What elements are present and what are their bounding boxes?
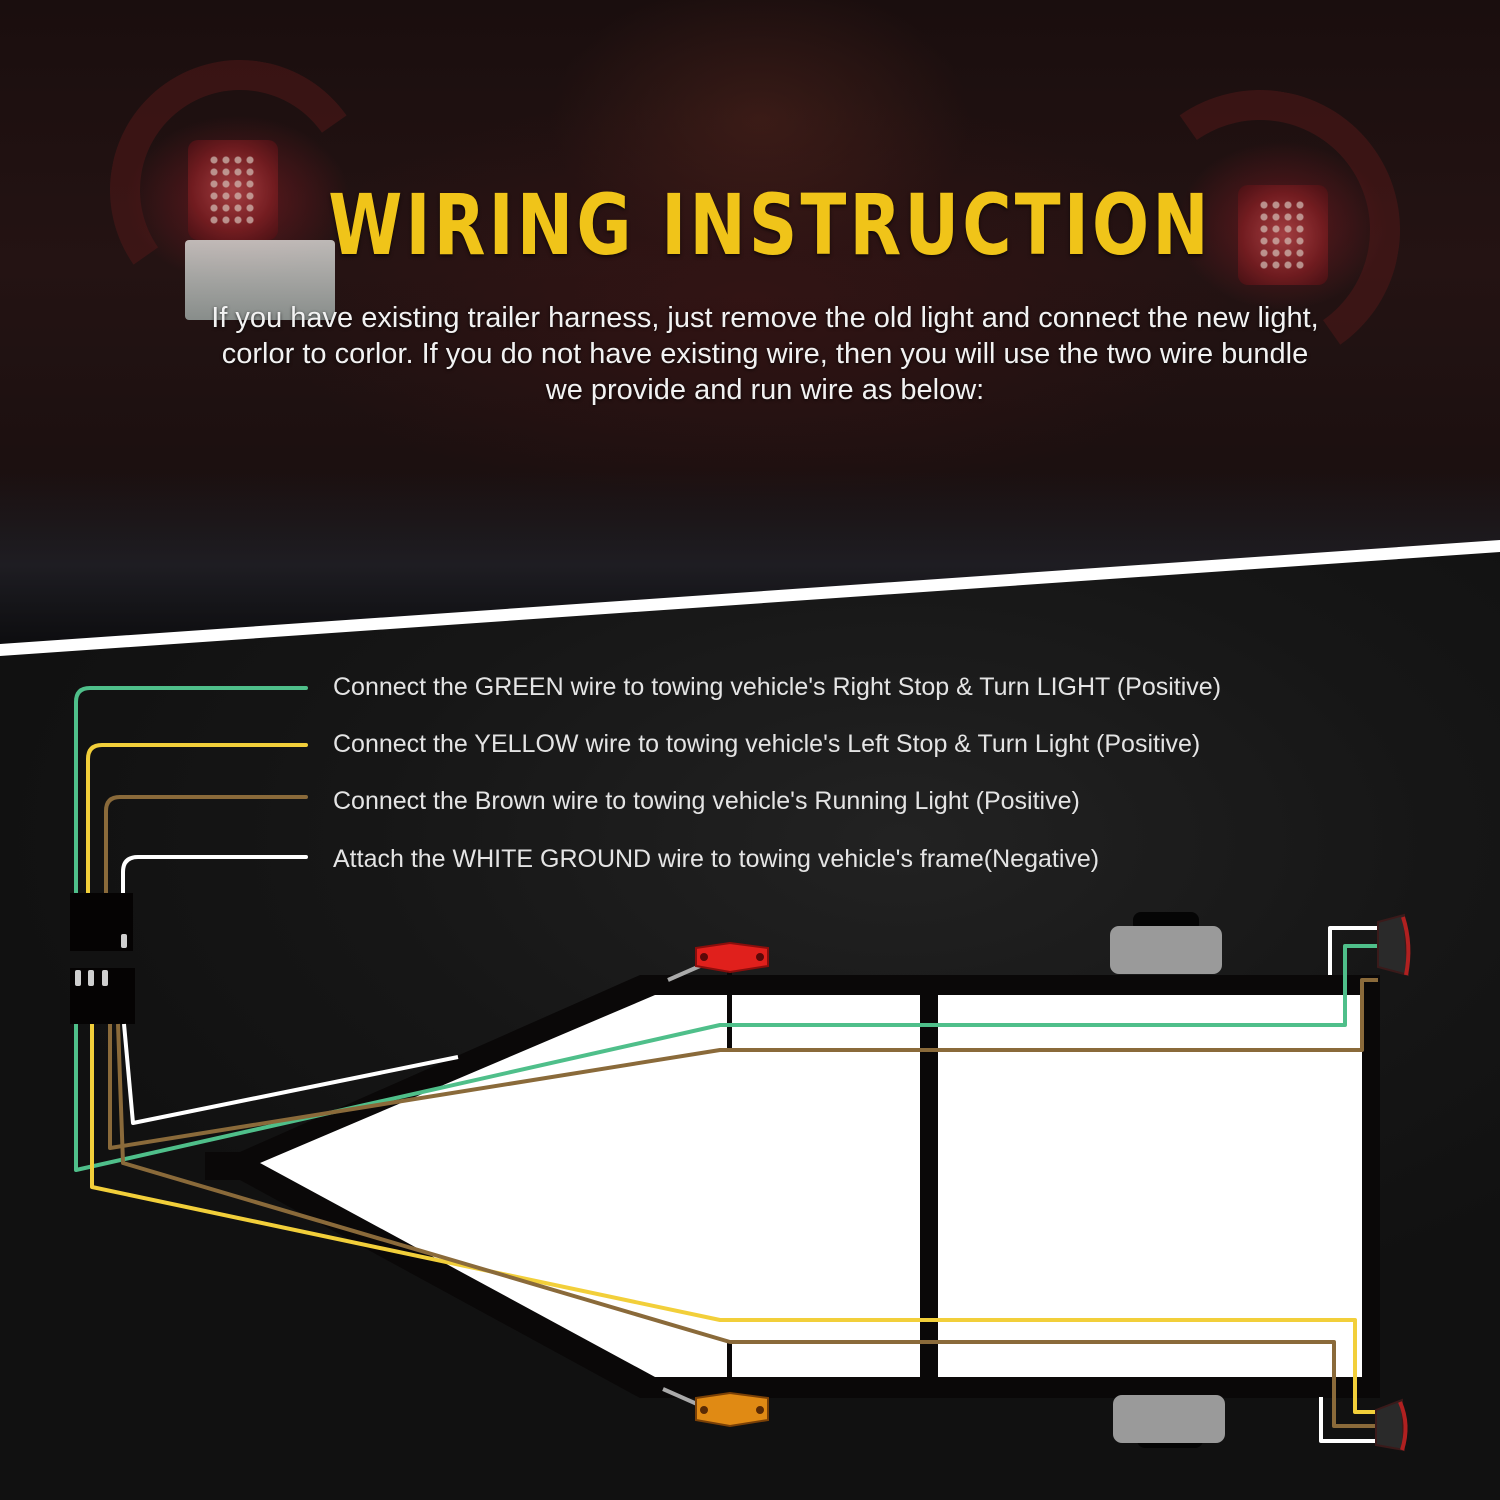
yellow-wire-lead <box>86 743 308 897</box>
fender-top <box>1110 912 1222 974</box>
intro-line: we provide and run wire as below: <box>545 374 985 406</box>
green-wire-run <box>74 944 1378 1172</box>
wire-runs <box>74 926 1378 1443</box>
wire-leads <box>74 686 308 897</box>
white-ground-right <box>1328 926 1378 975</box>
brown-wire-lead <box>104 795 308 897</box>
trailer-frame <box>205 970 1380 1402</box>
frame-crossbar <box>920 985 938 1385</box>
photo-tail-light-left <box>188 140 278 240</box>
photo-tail-light-right <box>1238 185 1328 285</box>
intro-line: corlor to corlor. If you do not have exi… <box>221 338 1309 370</box>
instruction-green: Connect the GREEN wire to towing vehicle… <box>333 673 1222 701</box>
amber-side-marker-light <box>662 1387 769 1428</box>
instruction-brown: Connect the Brown wire to towing vehicle… <box>333 787 1080 815</box>
white-ground-left <box>1319 1397 1378 1443</box>
fender-bottom <box>1113 1395 1225 1448</box>
brown-wire-run-left <box>116 1023 1378 1428</box>
yellow-wire-run <box>90 1024 1378 1414</box>
white-ground-wire <box>122 1023 459 1125</box>
instruction-yellow: Connect the YELLOW wire to towing vehicl… <box>333 730 1201 758</box>
brown-wire-run-right <box>108 978 1378 1150</box>
instruction-white: Attach the WHITE GROUND wire to towing v… <box>333 845 1100 873</box>
green-wire-lead <box>74 686 308 897</box>
four-way-connector <box>70 893 135 1024</box>
left-tail-light <box>1375 1398 1408 1452</box>
white-wire-lead <box>121 855 308 897</box>
photo-license-plate <box>185 240 335 320</box>
right-tail-light <box>1377 913 1411 977</box>
page-title: WIRING INSTRUCTION <box>328 176 1212 274</box>
intro-paragraph: If you have existing trailer harness, ju… <box>150 300 1380 408</box>
red-side-marker-light <box>667 941 769 982</box>
intro-line: If you have existing trailer harness, ju… <box>211 302 1319 334</box>
